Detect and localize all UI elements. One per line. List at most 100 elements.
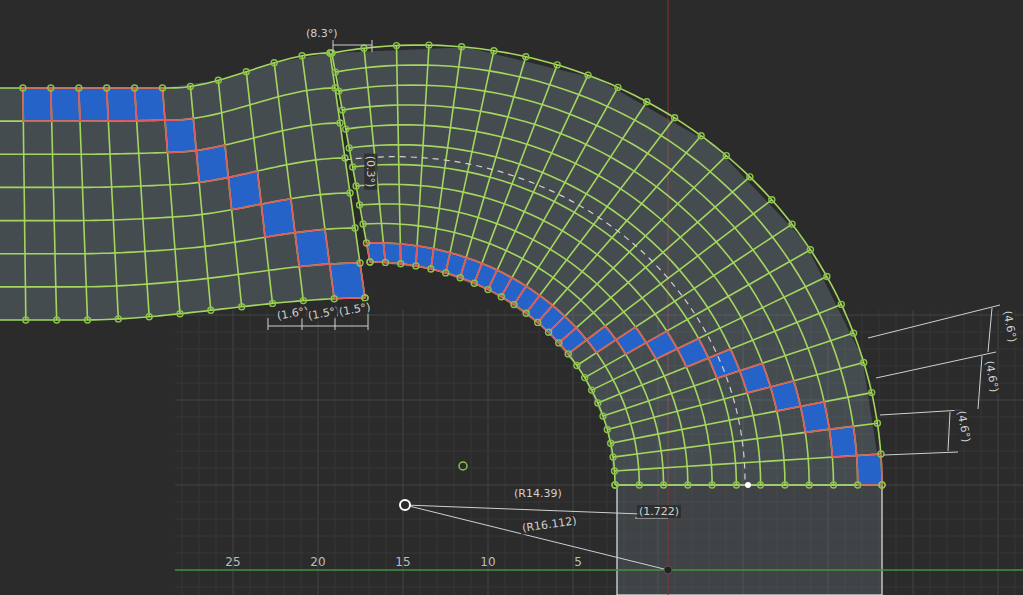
mesh-point: [608, 440, 614, 446]
mesh-point: [612, 482, 618, 488]
selected-cell-outline: [538, 306, 565, 333]
selected-cell: [740, 363, 771, 393]
mesh-point: [556, 340, 562, 346]
mesh-point: [428, 266, 434, 272]
grid-line: [335, 310, 336, 595]
mesh-line: [339, 85, 834, 485]
mesh-line: [446, 51, 494, 273]
selected-cell-outline: [165, 118, 196, 152]
selected-cell-outline: [261, 199, 295, 238]
mesh-point: [589, 387, 595, 393]
mesh-point: [747, 174, 753, 180]
selected-cell-outline: [383, 243, 400, 264]
mesh-point: [336, 88, 342, 94]
selected-cell: [709, 349, 740, 378]
selected-cell-outline: [51, 88, 80, 121]
mesh-point: [346, 145, 352, 151]
radius-dimension: (R14.39): [512, 487, 564, 500]
selected-cell-outline: [857, 454, 882, 485]
mesh-point: [177, 311, 183, 317]
mesh-point: [459, 44, 465, 50]
selected-cell-outline: [295, 229, 330, 266]
mesh-point: [353, 183, 359, 189]
mesh-point: [347, 190, 353, 196]
mesh-point: [331, 296, 337, 302]
mesh-line: [23, 88, 26, 320]
selected-cell: [196, 145, 228, 182]
mesh-point: [879, 482, 885, 488]
mesh-point: [343, 126, 349, 132]
mesh-point: [76, 85, 82, 91]
mesh-point: [215, 77, 221, 83]
mesh-line: [501, 87, 618, 296]
mesh-point: [806, 482, 812, 488]
selected-cell: [646, 331, 677, 359]
mesh-point: [511, 302, 517, 308]
grid-line: [437, 310, 438, 595]
mesh-line: [598, 304, 842, 403]
mesh-point: [491, 48, 497, 54]
mesh-point: [367, 259, 373, 265]
grid-line: [318, 310, 319, 595]
mesh-point: [535, 319, 541, 325]
arc-center-point: [400, 500, 410, 510]
mesh-point: [612, 468, 618, 474]
mesh-point: [132, 85, 138, 91]
selected-cell: [801, 402, 830, 433]
selected-cell-outline: [107, 88, 137, 121]
mesh-point: [610, 454, 616, 460]
grid-line: [913, 310, 914, 595]
mesh-point: [498, 294, 504, 300]
axis-tick: 25: [225, 556, 240, 568]
grid-line: [1015, 310, 1016, 595]
selected-cell: [165, 118, 196, 152]
selected-cell: [135, 88, 165, 121]
selected-cell: [51, 88, 80, 121]
grid-line: [250, 310, 251, 595]
mesh-line: [0, 193, 350, 221]
length-dimension: (1.722): [637, 505, 681, 518]
grid-line: [556, 310, 557, 595]
mesh-point: [457, 275, 463, 281]
selected-cell-outline: [829, 426, 856, 457]
mesh-line: [332, 45, 882, 485]
grid-line: [175, 485, 1023, 486]
mesh-point: [869, 390, 875, 396]
mesh-point: [426, 42, 432, 48]
mesh-point: [48, 85, 54, 91]
mesh-point: [85, 317, 91, 323]
mesh-point: [595, 400, 601, 406]
mesh-point: [20, 85, 26, 91]
mesh-line: [370, 262, 615, 485]
grid-line: [403, 310, 404, 595]
mesh-line: [559, 177, 750, 343]
mesh-point: [782, 482, 788, 488]
mesh-grid: [0, 42, 885, 488]
grid-line: [964, 310, 965, 595]
mesh-line: [356, 184, 712, 485]
mesh-point: [574, 363, 580, 369]
selected-cell: [107, 88, 137, 121]
mesh-line: [488, 75, 588, 290]
mesh-line: [416, 45, 429, 266]
axis-tick: 10: [480, 556, 495, 568]
grid-line: [386, 310, 387, 595]
mesh-point: [838, 301, 844, 307]
grid-line: [539, 310, 540, 595]
mesh-point: [723, 153, 729, 159]
selected-cell-outline: [559, 328, 587, 354]
mesh-line: [367, 243, 640, 485]
angle-dimension: (0.3°): [364, 154, 377, 190]
mesh-point: [874, 420, 880, 426]
mesh-line: [431, 47, 462, 269]
axis-tick: 15: [395, 556, 410, 568]
grid-line: [233, 310, 234, 595]
mesh-line: [353, 165, 737, 485]
mesh-point: [243, 69, 249, 75]
selected-cell-outline: [587, 326, 616, 353]
mesh-line: [135, 88, 150, 317]
mesh-point: [187, 83, 193, 89]
mesh-point: [300, 298, 306, 304]
